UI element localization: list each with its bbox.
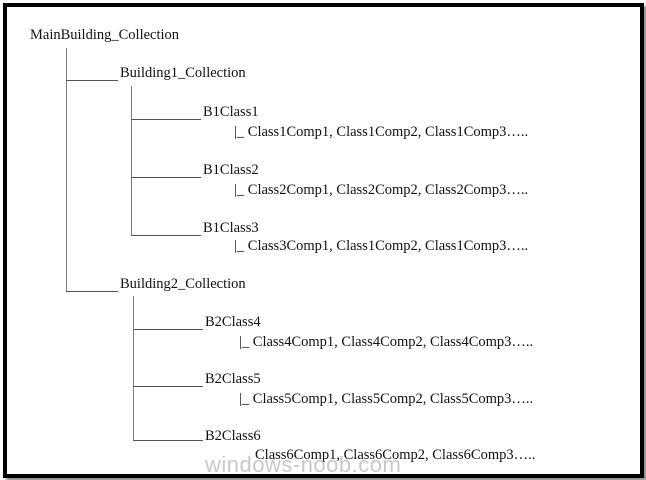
branch-b1class3 (131, 235, 201, 236)
class-node-b2class5: B2Class5 (205, 371, 261, 387)
components-b2class5: |_ Class5Comp1, Class5Comp2, Class5Comp3… (239, 391, 534, 407)
components-b1class3: |_ Class3Comp1, Class1Comp2, Class1Comp3… (234, 238, 529, 254)
branch-b1class2 (131, 177, 201, 178)
building1-trunk-line (131, 86, 132, 236)
components-b1class1: |_ Class1Comp1, Class1Comp2, Class1Comp3… (234, 124, 529, 140)
watermark: windows-noob.com (205, 452, 402, 477)
class-node-b2class4: B2Class4 (205, 314, 261, 330)
branch-b2class4 (133, 329, 203, 330)
root-node: MainBuilding_Collection (30, 27, 180, 43)
root-trunk-line (66, 48, 67, 292)
collection-node-building1: Building1_Collection (120, 65, 246, 81)
collection-node-building2: Building2_Collection (120, 276, 246, 292)
branch-b2class5 (133, 386, 203, 387)
class-node-b1class3: B1Class3 (203, 220, 259, 236)
building2-trunk-line (133, 296, 134, 440)
diagram-frame (3, 3, 644, 478)
class-node-b1class2: B1Class2 (203, 162, 259, 178)
branch-b1class1 (131, 119, 201, 120)
components-b2class6: Class6Comp1, Class6Comp2, Class6Comp3….. (255, 447, 536, 463)
branch-b2class6 (133, 440, 203, 441)
class-node-b2class6: B2Class6 (205, 428, 261, 444)
branch-building1 (66, 80, 118, 81)
class-node-b1class1: B1Class1 (203, 104, 259, 120)
components-b2class4: |_ Class4Comp1, Class4Comp2, Class4Comp3… (239, 334, 534, 350)
branch-building2 (66, 291, 118, 292)
components-b1class2: |_ Class2Comp1, Class2Comp2, Class2Comp3… (234, 182, 529, 198)
